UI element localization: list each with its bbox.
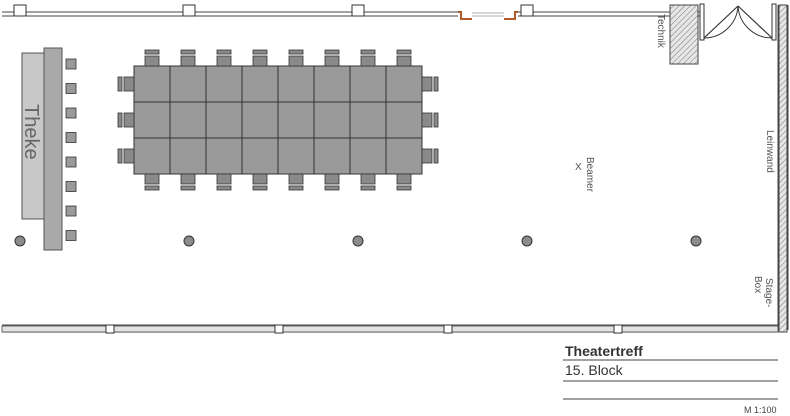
table-segment [169,137,207,175]
chair [360,173,376,191]
column-marker [183,235,195,247]
table-segment [385,101,423,139]
bar-stool [65,132,77,143]
table-segment [133,101,171,139]
projector-label: Beamer [584,157,595,193]
table-segment [313,65,351,103]
wall-posts [13,4,623,334]
chair [288,173,304,191]
chair [117,76,135,92]
chair [180,173,196,191]
table-segment [349,137,387,175]
tech-label: Technik [655,14,666,49]
chair [360,49,376,67]
top-door [458,11,518,20]
chair [144,173,160,191]
chair [421,148,439,164]
chair [117,112,135,128]
column-marker [14,235,26,247]
table-segment [313,137,351,175]
tech-room [669,4,699,65]
column-markers [14,235,702,247]
bar-stool [65,205,77,217]
chair [324,49,340,67]
title-block: Theatertreff 15. Block M 1:100 [563,343,778,415]
chair [421,76,439,92]
chair [324,173,340,191]
bar-stool [65,58,77,70]
bar-stool [65,230,77,241]
projector-mark: X [575,162,582,173]
chair [288,49,304,67]
bar-label: Theke [20,104,42,160]
project-title: Theatertreff [565,343,643,359]
table-segment [385,65,423,103]
table-segment [349,101,387,139]
stagebox-label-1: Stage- [763,278,774,307]
table-segment [241,101,279,139]
right-wall [778,4,788,333]
column-marker [521,235,533,247]
bar-stool [65,181,77,192]
table-segment [241,137,279,175]
double-door [699,3,777,41]
scale-label: M 1:100 [744,405,777,415]
table-segment [349,65,387,103]
bar-stool [65,156,77,168]
table-segment [205,137,243,175]
chair [216,173,232,191]
bar-stool [65,83,77,94]
column-marker [352,235,364,247]
chairs [117,49,439,191]
table-segment [133,137,171,175]
column-marker [690,235,702,247]
bar-top [43,47,63,251]
table-segment [313,101,351,139]
chair [396,49,412,67]
bottom-wall [1,325,779,333]
chair [396,173,412,191]
chair [216,49,232,67]
screen-label: Leinwand [764,130,775,173]
bar-stools [65,58,77,241]
table-segment [277,101,315,139]
table-segment [277,137,315,175]
table-segment [241,65,279,103]
table-segment [169,101,207,139]
chair [144,49,160,67]
chair [117,148,135,164]
block-number: 15. Block [565,362,624,378]
table-segment [169,65,207,103]
table-segment [133,65,171,103]
chair [421,112,439,128]
table-segment [205,65,243,103]
table-segment [277,65,315,103]
chair [252,173,268,191]
chair [180,49,196,67]
bar-stool [65,107,77,119]
chair [252,49,268,67]
stagebox-label-2: Box [752,276,763,293]
conference-table [133,65,423,175]
table-segment [205,101,243,139]
table-segment [385,137,423,175]
